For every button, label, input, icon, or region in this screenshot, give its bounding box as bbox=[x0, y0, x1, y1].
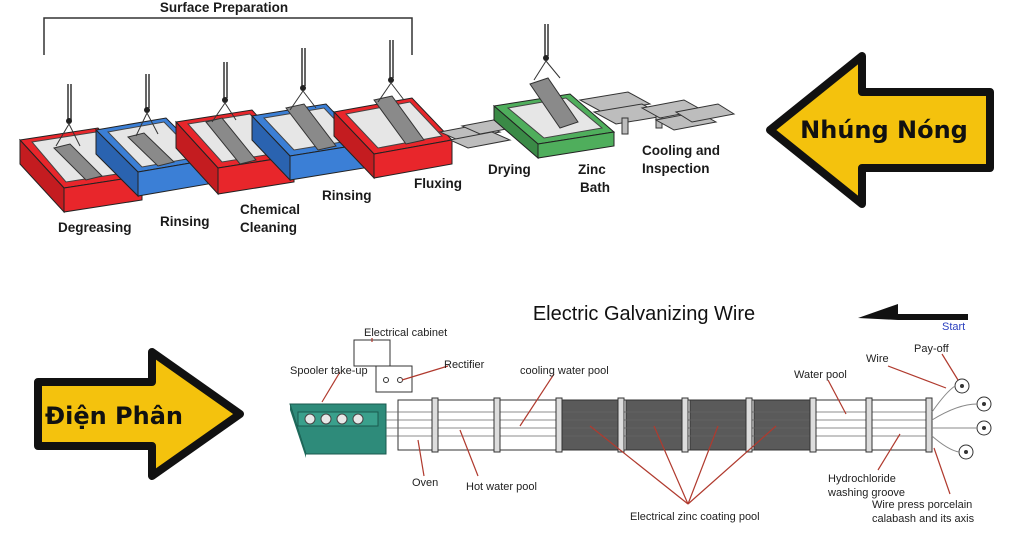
electro-arrow-label: Điện Phân bbox=[45, 402, 183, 430]
label-rectifier: Rectifier bbox=[444, 359, 485, 371]
label-cooling-water-pool: cooling water pool bbox=[520, 365, 609, 377]
label-wire-press-porcelain: Wire press porcelain bbox=[872, 499, 972, 511]
wire-tank-line bbox=[386, 397, 933, 453]
electro-arrow: Điện Phân bbox=[34, 348, 244, 480]
label-spooler-take-up: Spooler take-up bbox=[290, 365, 368, 377]
surface-preparation-bracket: Surface Preparation bbox=[43, 0, 413, 55]
step-label-bath: Bath bbox=[580, 180, 610, 195]
label-oven: Oven bbox=[412, 477, 438, 489]
step-label-drying: Drying bbox=[488, 162, 531, 177]
label-water-pool: Water pool bbox=[794, 369, 847, 381]
label-hydrochloride: Hydrochloride bbox=[828, 473, 896, 485]
step-label-chemical: Chemical bbox=[240, 202, 300, 217]
label-electrical-cabinet: Electrical cabinet bbox=[364, 327, 447, 339]
surface-preparation-label: Surface Preparation bbox=[160, 0, 288, 15]
rinsing-tank-2 bbox=[250, 48, 366, 182]
start-label: Start bbox=[942, 321, 965, 333]
label-zinc-coating-pool: Electrical zinc coating pool bbox=[630, 511, 760, 523]
label-washing-groove: washing groove bbox=[827, 487, 905, 499]
label-calabash-axis: calabash and its axis bbox=[872, 513, 975, 525]
electrical-cabinet bbox=[353, 339, 413, 393]
cooling-inspection-beams bbox=[578, 91, 736, 135]
step-label-cooling: Cooling and bbox=[642, 143, 720, 158]
step-label-cleaning: Cleaning bbox=[240, 220, 297, 235]
leader-lines bbox=[321, 338, 959, 505]
label-pay-off: Pay-off bbox=[914, 343, 950, 355]
pay-off-reels bbox=[931, 378, 992, 460]
step-label-fluxing: Fluxing bbox=[414, 176, 462, 191]
fluxing-tank bbox=[332, 40, 454, 180]
hot-dip-arrow-label: Nhúng Nóng bbox=[800, 116, 968, 144]
step-label-rinsing-2: Rinsing bbox=[322, 188, 372, 203]
spooler-take-up bbox=[289, 403, 387, 458]
hot-dip-arrow: Nhúng Nóng bbox=[766, 52, 994, 208]
step-label-inspection: Inspection bbox=[642, 161, 710, 176]
step-label-zinc: Zinc bbox=[578, 162, 606, 177]
rinsing-tank-1 bbox=[94, 74, 210, 198]
step-label-degreasing: Degreasing bbox=[58, 220, 132, 235]
electro-title: Electric Galvanizing Wire bbox=[533, 303, 755, 325]
label-wire: Wire bbox=[866, 353, 889, 365]
start-arrow: Start bbox=[858, 304, 968, 333]
zinc-bath-tank bbox=[492, 24, 616, 160]
label-hot-water-pool: Hot water pool bbox=[466, 481, 537, 493]
step-label-rinsing-1: Rinsing bbox=[160, 214, 210, 229]
